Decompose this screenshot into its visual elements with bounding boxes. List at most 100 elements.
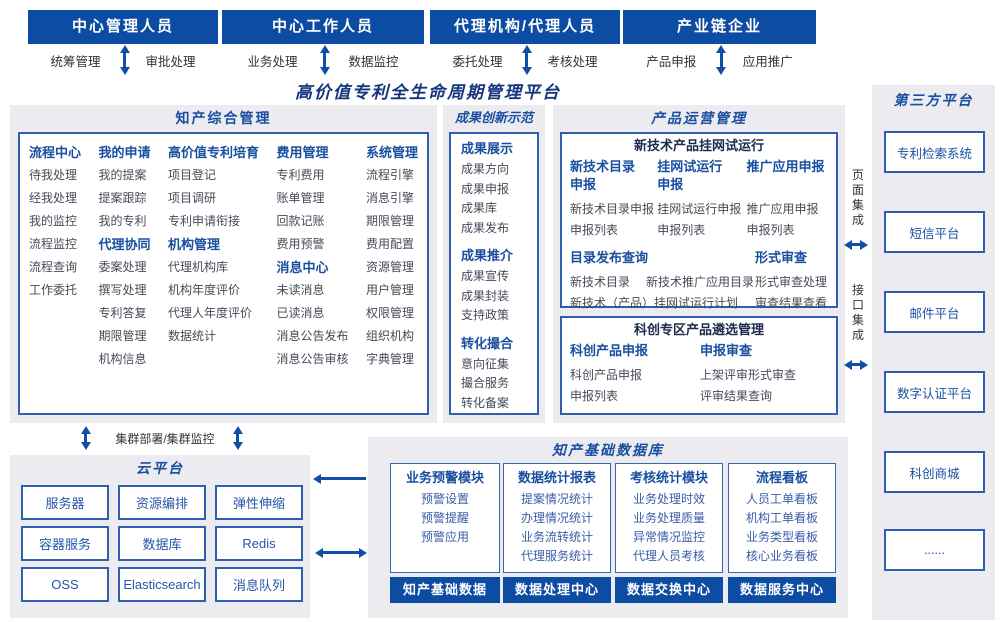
column-heading: 流程中心 (29, 145, 82, 160)
menu-item: 流程监控 (29, 237, 78, 251)
menu-item: 挂网试运行申报 (657, 202, 742, 216)
menu-item: 专利费用 (276, 168, 325, 182)
role-banner: 中心工作人员 (222, 10, 424, 44)
menu-item: 我的监控 (29, 214, 78, 228)
cluster-label: 集群部署/集群监控 (115, 432, 215, 446)
double-arrow-vertical-icon (719, 48, 723, 72)
column-heading: 机构管理 (167, 237, 220, 252)
menu-item: 代理人员考核 (632, 549, 705, 563)
menu-item: 申报列表 (570, 223, 619, 237)
role-banner: 中心管理人员 (28, 10, 218, 44)
cloud-service-box: 数据库 (118, 526, 206, 561)
panel-product-ops: 产品运营管理 新技术产品挂网试运行 新技术目录申报 新技术目录申报申报列表 挂网… (553, 105, 845, 423)
panel-title: 第三方平台 (893, 92, 974, 108)
role-action-left: 委托处理 (452, 55, 503, 69)
column-heading: 代理协同 (98, 237, 151, 252)
menu-item-list: 推广应用申报申报列表 (747, 199, 828, 241)
module-heading: 数据统计报表 (517, 470, 596, 485)
column-heading: 系统管理 (365, 145, 418, 160)
cloud-service-box: Elasticsearch (118, 567, 206, 602)
cloud-service-box: 容器服务 (21, 526, 109, 561)
role-action-left: 统筹管理 (50, 55, 101, 69)
menu-item-list: 上架评审形式审查评审结果查询 (700, 365, 828, 407)
menu-item: 科创产品申报 (570, 368, 643, 382)
column-heading: 高价值专利培育 (167, 145, 259, 160)
menu-item: 代理机构库 (167, 260, 228, 274)
menu-item: 业务流转统计 (520, 530, 593, 544)
third-party-box: 科创商城 (884, 451, 985, 493)
menu-item: 支持政策 (461, 308, 510, 322)
column-fee-mgmt: 费用管理 专利费用账单管理回款记账费用预警 消息中心 未读消息已读消息消息公告发… (276, 141, 348, 371)
menu-item-list: 我的提案提案跟踪我的专利 (98, 164, 150, 233)
menu-item: 意向征集 (461, 356, 510, 371)
group-new-tech-catalog: 新技术目录申报 新技术目录申报申报列表 (570, 158, 657, 241)
cloud-service-box: OSS (21, 567, 109, 602)
group-apply-review: 申报审查 上架评审形式审查评审结果查询 (700, 342, 828, 407)
achievement-section: 成果推介 成果宣传成果封装支持政策 (451, 238, 537, 326)
menu-item: 办理情况统计 (520, 511, 593, 525)
menu-item-list: 业务处理时效业务处理质量异常情况监控代理人员考核 (616, 490, 722, 566)
column-heading: 消息中心 (276, 260, 329, 275)
column-my-application: 我的申请 我的提案提案跟踪我的专利 代理协同 委案处理撰写处理专利答复期限管理机… (98, 141, 150, 371)
menu-item: 用户管理 (365, 283, 414, 297)
menu-item-list: 挂网试运行申报申报列表 (657, 199, 746, 241)
menu-item: 待我处理 (29, 168, 78, 182)
third-party-label: ...... (924, 543, 945, 557)
group-heading: 科创产品申报 (570, 343, 649, 358)
third-party-box: 邮件平台 (884, 291, 985, 333)
double-arrow-horizontal-icon (847, 363, 865, 366)
achievement-section: 成果展示 成果方向成果申报成果库成果发布 (451, 134, 537, 238)
menu-item-list: 意向征集撮合服务转化备案 (461, 355, 537, 414)
double-arrow-horizontal-icon (847, 243, 865, 246)
menu-item: 人员工单看板 (745, 492, 818, 506)
column-hv-patent-cultivation: 高价值专利培育 项目登记项目调研专利申请衔接 机构管理 代理机构库机构年度评价代… (168, 141, 259, 371)
menu-item: 业务处理时效 (632, 492, 705, 506)
data-banner: 知产基础数据 (390, 577, 500, 603)
group-heading: 挂网试运行申报 (657, 159, 723, 192)
menu-item: 成果封装 (461, 288, 510, 303)
group-trial-run: 挂网试运行申报 挂网试运行申报申报列表 (657, 158, 746, 241)
menu-item: 审查结果查看 (755, 296, 828, 310)
trial-groups: 新技术目录申报 新技术目录申报申报列表 挂网试运行申报 挂网试运行申报申报列表 … (562, 158, 836, 241)
menu-item-list: 人员工单看板机构工单看板业务类型看板核心业务看板 (729, 490, 835, 566)
third-party-label: 邮件平台 (909, 306, 960, 321)
third-party-label: 数字认证平台 (896, 386, 972, 401)
group-sci-product-apply: 科创产品申报 科创产品申报申报列表 (570, 342, 690, 407)
role-banner: 代理机构/代理人员 (430, 10, 620, 44)
menu-item: 项目调研 (167, 191, 216, 205)
menu-item-list: 新技术目录申报申报列表 (570, 199, 657, 241)
left-arrow-icon (316, 477, 366, 480)
data-banner: 数据服务中心 (728, 577, 836, 603)
role-banner: 产业链企业 (623, 10, 816, 44)
menu-item: 已读消息 (276, 306, 325, 320)
menu-item: 代理人年度评价 (167, 306, 252, 320)
panel-title: 知产综合管理 (175, 110, 272, 126)
menu-item: 新技术（产品）挂网试运行计划 (570, 296, 739, 310)
menu-item: 消息引擎 (365, 191, 414, 205)
menu-item: 未读消息 (276, 283, 325, 297)
menu-item-list: 流程引擎消息引擎期限管理费用配置资源管理用户管理权限管理组织机构字典管理 (366, 164, 418, 371)
platform-title: 高价值专利全生命周期管理平台 (295, 83, 561, 102)
third-party-box: 短信平台 (884, 211, 985, 253)
menu-item: 推广应用申报 (746, 202, 819, 216)
menu-item: 流程引擎 (365, 168, 414, 182)
panel-third-party: 第三方平台 专利检索系统 短信平台 邮件平台 数字认证平台 科创商城 .....… (872, 85, 995, 620)
group-promotion: 推广应用申报 推广应用申报申报列表 (747, 158, 828, 241)
menu-item: 委案处理 (98, 260, 147, 274)
group-heading: 新技术目录申报 (570, 159, 636, 192)
third-party-box: ...... (884, 529, 985, 571)
menu-item-list: 形式审查处理审查结果查看 (755, 272, 827, 314)
menu-item: 权限管理 (365, 306, 414, 320)
page-integration-label: 页面集成 (851, 168, 864, 227)
third-party-label: 科创商城 (909, 466, 960, 481)
menu-item: 机构信息 (98, 352, 147, 366)
module-heading: 业务预警模块 (405, 470, 484, 485)
menu-item: 预警设置 (420, 492, 469, 506)
section-heading: 转化撮合 (461, 335, 514, 351)
cloud-service-box: Redis (215, 526, 303, 561)
cloud-service-box: 消息队列 (215, 567, 303, 602)
menu-item: 成果发布 (461, 220, 510, 235)
cloud-service-box: 服务器 (21, 485, 109, 520)
